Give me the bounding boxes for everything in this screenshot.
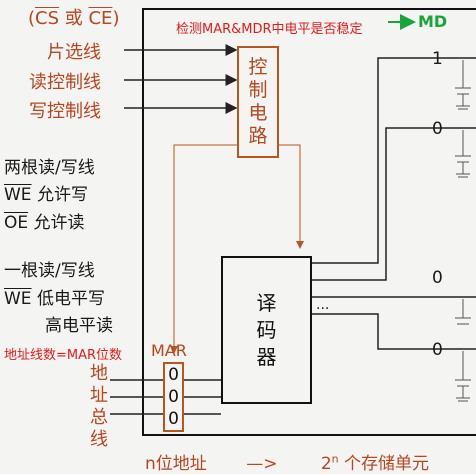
output-value: 0	[432, 119, 443, 139]
mar-bit: 0	[168, 365, 179, 385]
high-read: 高电平读	[45, 316, 113, 336]
mar-bit: 0	[168, 387, 179, 407]
decoder-output-0	[312, 57, 476, 264]
memory-frame	[142, 8, 476, 436]
write-control-label: 写控制线	[29, 101, 101, 122]
decoder-box: 译 码 器	[221, 256, 312, 404]
mar-register: 0 0 0	[163, 362, 184, 432]
cs-ce-label: (CS 或 CE)	[28, 8, 120, 29]
mar-bit: 0	[168, 409, 179, 429]
mdr-fragment: MD	[418, 12, 448, 31]
address-bus-label: 地 址 总 线	[90, 363, 108, 450]
decoder-output-3	[312, 313, 476, 350]
chip-select-label: 片选线	[47, 42, 101, 63]
control-circuit-box: 控 制 电 路	[237, 46, 279, 158]
decoder-output-1	[312, 127, 476, 281]
stability-note: 检测MAR&MDR中电平是否稳定	[176, 22, 363, 37]
decoder-dots: ···	[316, 301, 330, 317]
we-low-write: WE 低电平写	[4, 289, 105, 309]
mar-label: MAR	[151, 341, 187, 360]
one-wire-title: 一根读/写线	[4, 261, 95, 281]
address-lines-note: 地址线数=MAR位数	[4, 348, 123, 363]
output-value: 1	[432, 49, 443, 69]
ctrl-to-decoder	[279, 144, 304, 249]
ctrl-to-mar	[170, 144, 237, 354]
output-value: 0	[432, 268, 443, 288]
read-control-label: 读控制线	[29, 72, 101, 93]
two-wire-title: 两根读/写线	[4, 158, 95, 178]
output-value: 0	[432, 340, 443, 360]
we-allow-write: WE 允许写	[4, 185, 88, 205]
storage-cells	[455, 60, 471, 402]
oe-allow-read: OE 允许读	[4, 213, 85, 233]
bottom-caption: n位地址 —> 2n 个存储单元	[145, 452, 430, 474]
